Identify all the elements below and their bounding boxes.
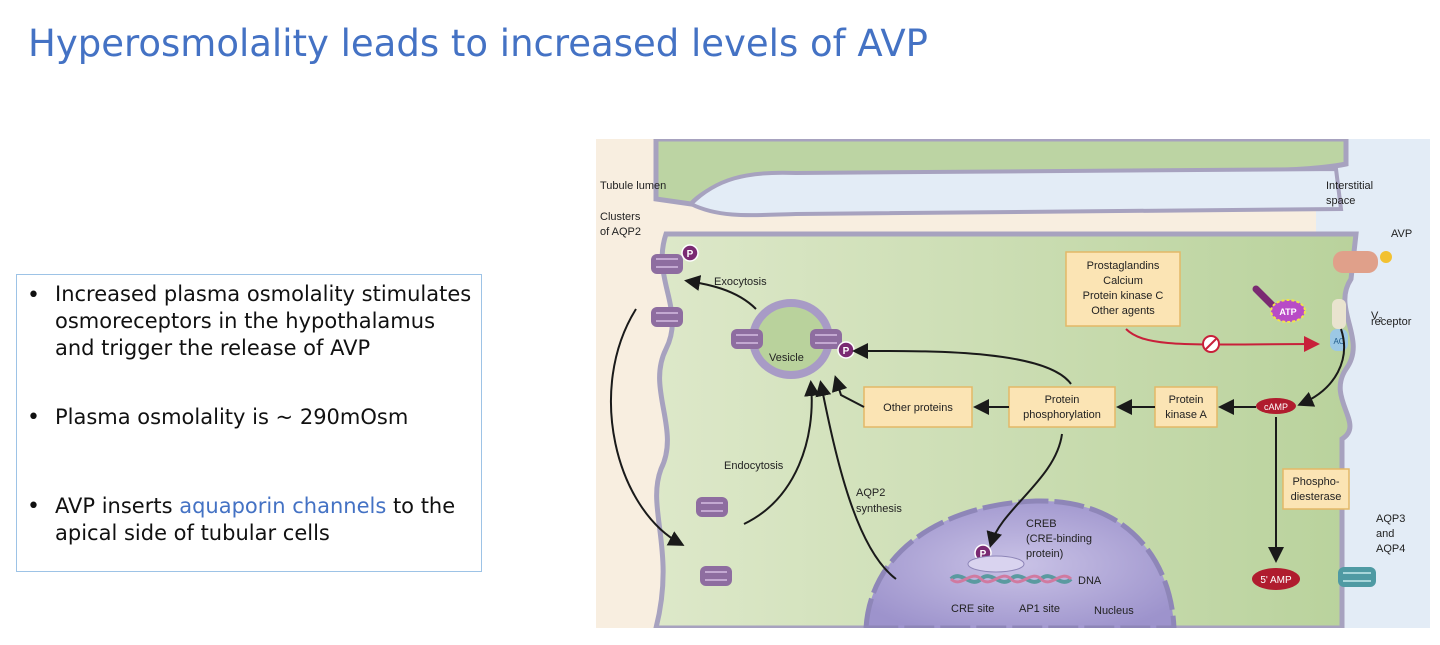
creb-protein bbox=[967, 555, 1025, 573]
aqp34-label-2: and bbox=[1376, 528, 1394, 540]
pde-label-2: diesterase bbox=[1291, 491, 1342, 503]
protein-phos-label-1: Protein bbox=[1045, 394, 1080, 406]
inhibitor-pkc: Protein kinase C bbox=[1083, 290, 1164, 302]
pka-label-2: kinase A bbox=[1165, 409, 1207, 421]
atp-molecule: ATP bbox=[1252, 285, 1306, 323]
creb-label-1: CREB bbox=[1026, 518, 1057, 530]
phosphate-label: P bbox=[980, 549, 987, 560]
clusters-label-2: of AQP2 bbox=[600, 226, 641, 238]
bullet-text-box: • Increased plasma osmolality stimulates… bbox=[16, 274, 482, 572]
ap1-site-label: AP1 site bbox=[1019, 603, 1060, 615]
interstitial-label-2: space bbox=[1326, 195, 1355, 207]
avp-label: AVP bbox=[1391, 228, 1412, 240]
bullet-marker: • bbox=[27, 494, 40, 519]
bullet-item-3-pre: AVP inserts bbox=[55, 494, 180, 518]
v2-label-v: V bbox=[1371, 310, 1379, 322]
protein-phos-label-2: phosphorylation bbox=[1023, 409, 1101, 421]
protein-phosphorylation-box: Protein phosphorylation bbox=[1008, 386, 1116, 428]
aqp2-synthesis-label-1: AQP2 bbox=[856, 487, 885, 499]
tubule-lumen-label: Tubule lumen bbox=[600, 180, 666, 192]
inhibitor-prostaglandins: Prostaglandins bbox=[1087, 260, 1160, 272]
aqp2-channel bbox=[651, 254, 683, 274]
inhibitors-box: Prostaglandins Calcium Protein kinase C … bbox=[1065, 251, 1181, 327]
five-amp-oval: 5' AMP bbox=[1252, 568, 1300, 590]
v2-receptor-label: receptor bbox=[1371, 316, 1412, 328]
pde-label-1: Phospho- bbox=[1292, 476, 1339, 488]
pathway-arrows bbox=[610, 275, 1346, 580]
phosphate-marker: P bbox=[837, 341, 855, 359]
aqp2-channel bbox=[651, 307, 683, 327]
endocytosis-label: Endocytosis bbox=[724, 460, 784, 472]
aqp34-label-3: AQP4 bbox=[1376, 543, 1405, 555]
phosphodiesterase-box: Phospho- diesterase bbox=[1282, 468, 1350, 510]
lateral-intercellular-space bbox=[687, 166, 1344, 218]
cre-site-label: CRE site bbox=[951, 603, 994, 615]
bullet-item-1: Increased plasma osmolality stimulates o… bbox=[55, 282, 472, 360]
phosphate-label: P bbox=[843, 346, 850, 357]
avp-aquaporin-figure: P P P ATP AC cAMP 5' AMP Prostaglandins … bbox=[596, 139, 1430, 628]
aqp2-channel bbox=[731, 329, 763, 349]
dna-label: DNA bbox=[1078, 575, 1102, 587]
camp-oval: cAMP bbox=[1256, 398, 1296, 414]
pka-label-1: Protein bbox=[1169, 394, 1204, 406]
aquaporin-channels-link[interactable]: aquaporin channels bbox=[179, 494, 387, 518]
five-amp-label: 5' AMP bbox=[1260, 575, 1292, 586]
aqp2-channel bbox=[810, 329, 842, 349]
bullet-item-3-post: to the apical side of tubular cells bbox=[55, 494, 456, 545]
aqp3-aqp4-channel bbox=[1338, 567, 1376, 587]
inhibition-arrow bbox=[1125, 328, 1320, 353]
inhibitor-calcium: Calcium bbox=[1103, 275, 1143, 287]
atp-label: ATP bbox=[1279, 307, 1296, 317]
creb-label-3: protein) bbox=[1026, 548, 1063, 560]
ac-label: AC bbox=[1333, 337, 1344, 346]
aqp2-synthesis-label-2: synthesis bbox=[856, 503, 902, 515]
interstitial-label-1: Interstitial bbox=[1326, 180, 1373, 192]
nucleus-label: Nucleus bbox=[1094, 605, 1134, 617]
bullet-item-3: AVP inserts aquaporin channels to the ap… bbox=[55, 493, 475, 547]
other-proteins-label: Other proteins bbox=[883, 402, 953, 414]
phosphate-label: P bbox=[687, 249, 694, 260]
dna-strand bbox=[949, 574, 1073, 584]
aqp34-label-1: AQP3 bbox=[1376, 513, 1405, 525]
creb-label-2: (CRE-binding bbox=[1026, 533, 1092, 545]
bullet-marker: • bbox=[27, 283, 40, 308]
camp-label: cAMP bbox=[1264, 402, 1288, 412]
aqp2-channel bbox=[696, 497, 728, 517]
vesicle-label: Vesicle bbox=[769, 352, 804, 364]
protein-kinase-a-box: Protein kinase A bbox=[1154, 386, 1218, 428]
aqp2-channel bbox=[700, 566, 732, 586]
exocytosis-label: Exocytosis bbox=[714, 276, 767, 288]
phosphate-marker: P bbox=[681, 244, 699, 262]
bullet-marker: • bbox=[27, 405, 40, 430]
bullet-item-2: Plasma osmolality is ~ 290mOsm bbox=[55, 405, 409, 429]
slide-title: Hyperosmolality leads to increased level… bbox=[28, 22, 928, 65]
inhibitor-other-agents: Other agents bbox=[1091, 305, 1155, 317]
clusters-label-1: Clusters bbox=[600, 211, 641, 223]
inhibit-icon bbox=[1202, 335, 1220, 353]
v2-label-sub: 2 bbox=[1378, 317, 1382, 324]
v2-label: V2 bbox=[1371, 310, 1382, 324]
v2-receptor bbox=[1330, 251, 1392, 351]
other-proteins-box: Other proteins bbox=[863, 386, 973, 428]
